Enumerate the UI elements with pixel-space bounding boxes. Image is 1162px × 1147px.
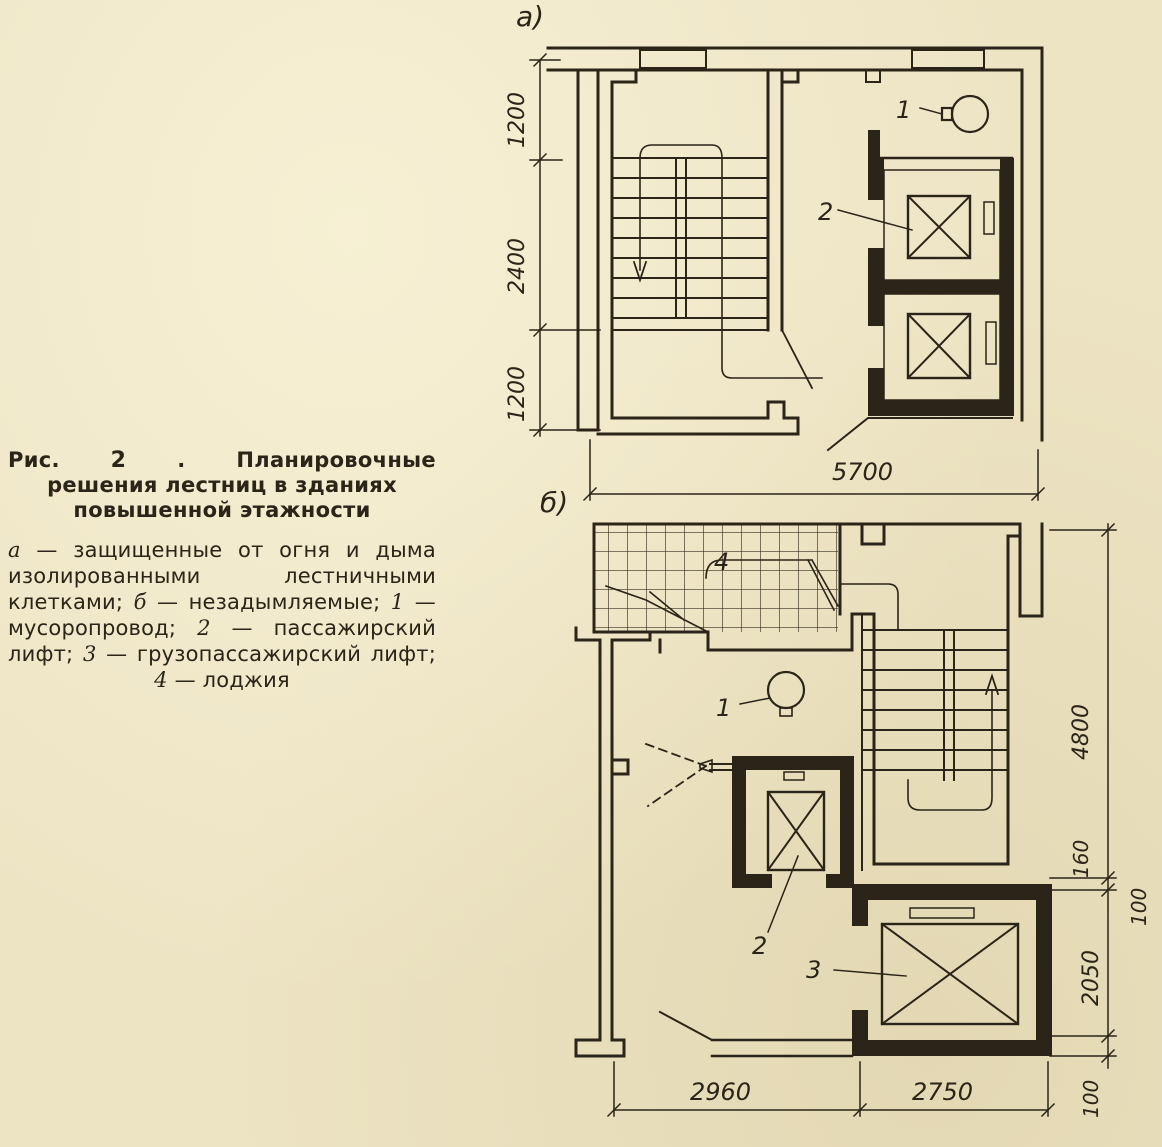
legend-1-number: 1 (390, 590, 405, 614)
figure-caption: Рис. 2 . Планировочные решения лестниц в… (8, 448, 436, 693)
plan-b-dim-160: 160 (1069, 840, 1093, 878)
plan-b-callout-4: 4 (714, 548, 729, 576)
plan-a-horizontal-dim (582, 439, 1046, 502)
legend-b-letter: б (133, 590, 147, 614)
legend-4-text: — лоджия (174, 668, 290, 692)
garbage-chute-icon (766, 670, 806, 710)
plan-b-dim-100-bottom: 100 (1079, 1080, 1103, 1118)
plan-b-dim-100-top: 100 (1127, 888, 1151, 926)
plan-b-dim-2750: 2750 (912, 1078, 973, 1106)
legend-2-number: 2 (197, 616, 211, 640)
plan-b-freight-lift (852, 884, 1052, 1056)
caption-title-line1: Рис. 2 . Планировочные (8, 448, 436, 473)
legend-b-text: — незадымляемые; (157, 590, 381, 614)
plan-b-dim-2050: 2050 (1079, 950, 1104, 1006)
plan-a-dim-1: 1200 (505, 92, 530, 148)
plan-a-walls (546, 46, 1044, 442)
figure-dot: . (177, 448, 186, 472)
plan-b-passenger-lift (709, 756, 854, 888)
figure-prefix: Рис. (8, 448, 60, 472)
plan-a-elevator-block (868, 130, 1014, 416)
title-rest: решения лестниц в зданиях повышенной эта… (47, 473, 397, 522)
legend-1-text: — мусоропровод; (8, 590, 436, 640)
plan-b-dim-2960: 2960 (690, 1078, 751, 1106)
legend-a-letter: а (8, 538, 21, 562)
plan-b-vertical-dims (1049, 522, 1117, 1069)
plan-b-callout-1: 1 (716, 694, 731, 722)
plan-b-stair-cell (836, 522, 1044, 871)
legend-4-number: 4 (154, 668, 168, 692)
plan-b-horizontal-dims (606, 1061, 1056, 1118)
legend-a-text: — защищенные от огня и дыма изолированны… (8, 538, 436, 614)
plan-b-callout-3: 3 (806, 956, 821, 984)
plan-b-dim-4800: 4800 (1069, 704, 1094, 760)
plan-a-vertical-dims (529, 52, 601, 438)
plan-b-callout-2: 2 (752, 932, 767, 960)
garbage-chute-icon (950, 94, 990, 134)
passenger-lift-icon (906, 312, 972, 380)
legend-3-number: 3 (82, 642, 97, 666)
legend-3-text: — грузопассажирский лифт; (106, 642, 436, 666)
plan-a-dim-width: 5700 (832, 458, 893, 486)
door-swing (644, 742, 708, 808)
passenger-lift-icon (766, 790, 826, 872)
caption-legend: а — защищенные от огня и дыма изолирован… (8, 537, 436, 693)
plan-a: а) (505, 0, 1046, 502)
plan-a-stair-cell (596, 68, 800, 436)
plan-a-garbage-chute (919, 94, 990, 134)
legend-2-text: — пассажирский лифт; (8, 616, 436, 666)
plan-a-stair-flights (611, 144, 823, 390)
plan-a-label: а) (516, 0, 544, 33)
caption-title: Рис. 2 . Планировочные решения лестниц в… (8, 448, 436, 523)
plan-b-label: б) (540, 486, 568, 519)
plan-a-dim-3: 1200 (505, 366, 530, 422)
plan-a-callout-2: 2 (818, 198, 833, 226)
plan-a-callout-1: 1 (896, 96, 911, 124)
plan-b-outer-walls (574, 626, 662, 1058)
plan-b-loggia: 4 (592, 522, 1022, 652)
plan-a-dim-2: 2400 (505, 238, 530, 294)
plan-b: б) 4 (540, 486, 1151, 1118)
passenger-lift-icon (906, 194, 972, 260)
figure-number: 2 (110, 448, 127, 473)
title-first-word: Планировочные (236, 448, 436, 472)
